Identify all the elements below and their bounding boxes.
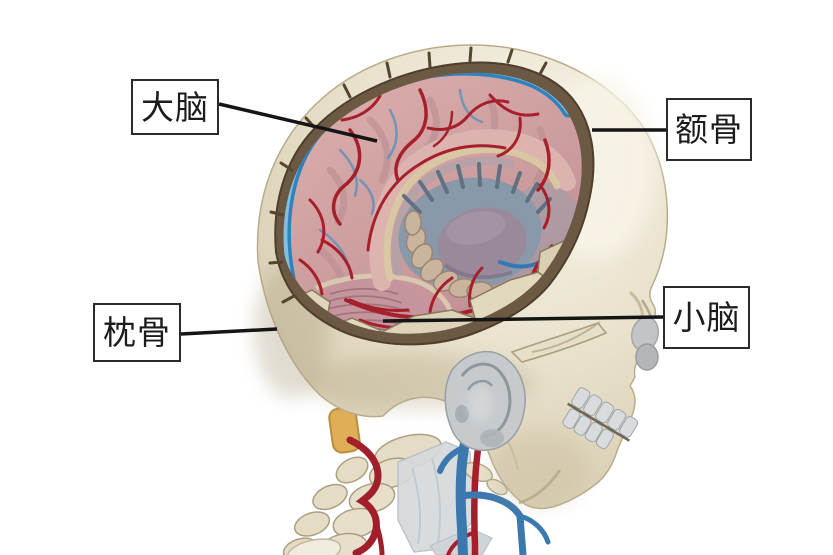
label-cerebellum-text: 小脑 (672, 299, 741, 336)
ventricle-spokes (402, 162, 552, 214)
label-frontal-bone: 额骨 (666, 98, 752, 161)
choroid-plexus (404, 210, 494, 301)
nose-cartilage (630, 299, 660, 371)
label-cerebrum-text: 大脑 (141, 88, 209, 126)
label-occipital-bone-text: 枕骨 (103, 314, 171, 351)
label-frontal-bone-text: 额骨 (675, 111, 743, 148)
teeth (562, 387, 639, 450)
leader-line-occipital-bone (180, 327, 278, 336)
leader-line-cerebrum (218, 102, 378, 143)
ear (444, 351, 526, 452)
label-occipital-bone: 枕骨 (93, 303, 181, 362)
vertebral-artery (346, 436, 385, 555)
neck-ligaments (397, 441, 508, 555)
cervical-spine (282, 433, 442, 555)
label-cerebellum: 小脑 (663, 286, 750, 349)
leader-line-cerebellum (382, 315, 664, 323)
corpus-callosum (369, 129, 576, 291)
label-cerebrum: 大脑 (131, 79, 219, 135)
